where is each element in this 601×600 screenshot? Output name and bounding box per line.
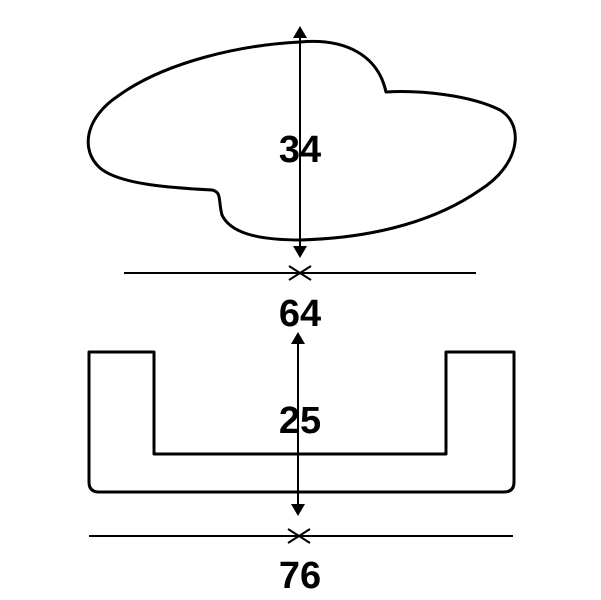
cloud-oval-shape xyxy=(86,39,517,242)
bottom-baseline-label: 76 xyxy=(279,555,321,597)
bottom-figure: 25 76 xyxy=(87,332,516,597)
bottom-baseline-cross-icon xyxy=(287,528,311,544)
u-channel-shape xyxy=(87,350,516,494)
top-baseline-cross-icon xyxy=(288,265,312,281)
top-height-label: 34 xyxy=(279,129,321,171)
top-figure: 34 64 xyxy=(86,26,517,335)
top-baseline-label: 64 xyxy=(279,293,321,335)
bottom-height-label: 25 xyxy=(279,400,321,442)
